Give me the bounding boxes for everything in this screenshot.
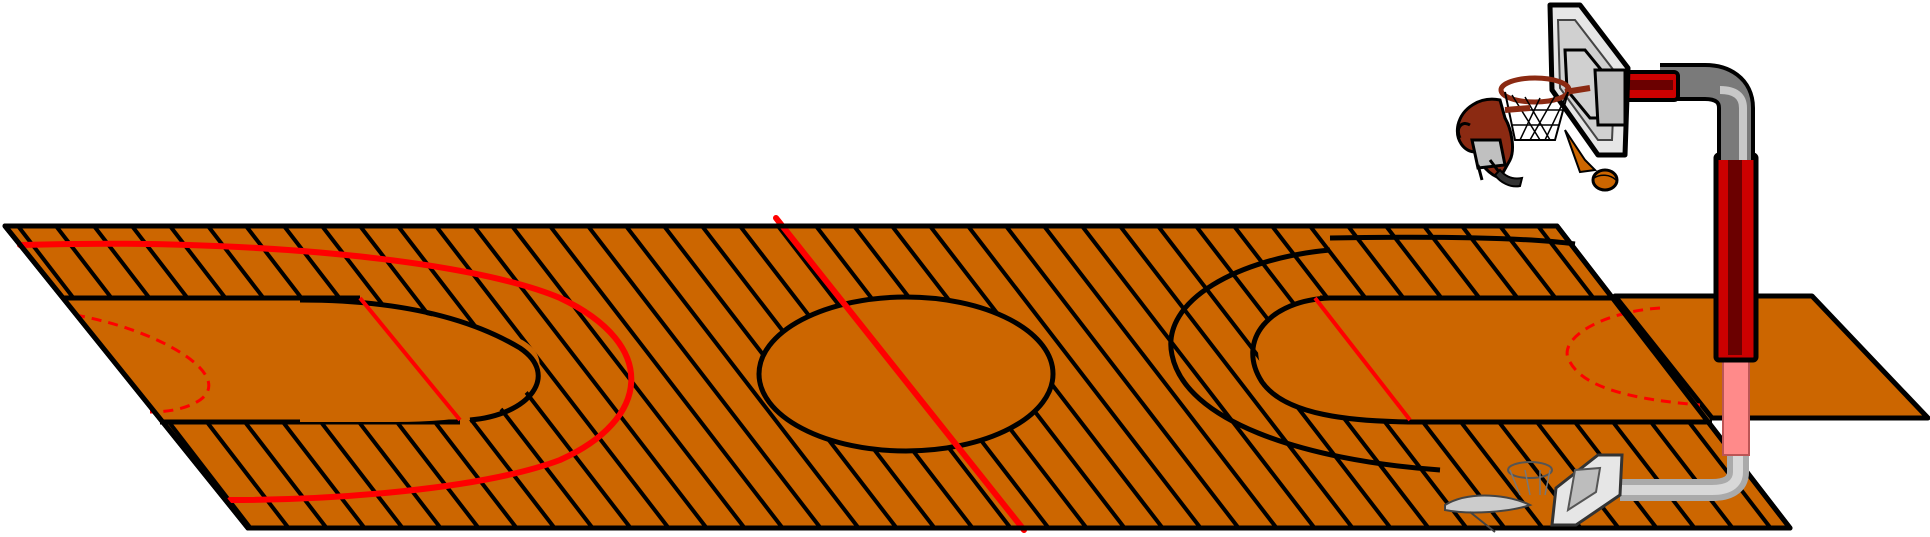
floor-stripe (1004, 226, 1241, 528)
half-court-line (773, 215, 1027, 533)
floor-stripe (586, 226, 823, 528)
center-circle (756, 294, 1056, 454)
backboard-icon (1547, 2, 1631, 158)
left-three-point-arc (17, 240, 635, 503)
floor-stripe (1080, 226, 1317, 528)
restricted-arcs (74, 306, 1701, 414)
court-outline (2, 223, 1793, 531)
pole-shadow (1620, 418, 1749, 501)
basketball-icon (1564, 129, 1619, 192)
floor-stripe (548, 226, 785, 528)
floor-stripe (966, 226, 1203, 528)
right-free-throw-circle (1168, 234, 1576, 473)
basketball-hoop-icon (1498, 75, 1591, 141)
floor-stripe (1042, 226, 1279, 528)
basketball-player-icon (1455, 97, 1531, 188)
floor-stripe (624, 226, 861, 528)
hoop-shadow-icon (1444, 453, 1624, 533)
floor-stripe (472, 226, 709, 528)
floor-stripe (1118, 226, 1355, 528)
left-free-throw-circle (299, 296, 541, 423)
hoop-pole (1618, 63, 1759, 456)
